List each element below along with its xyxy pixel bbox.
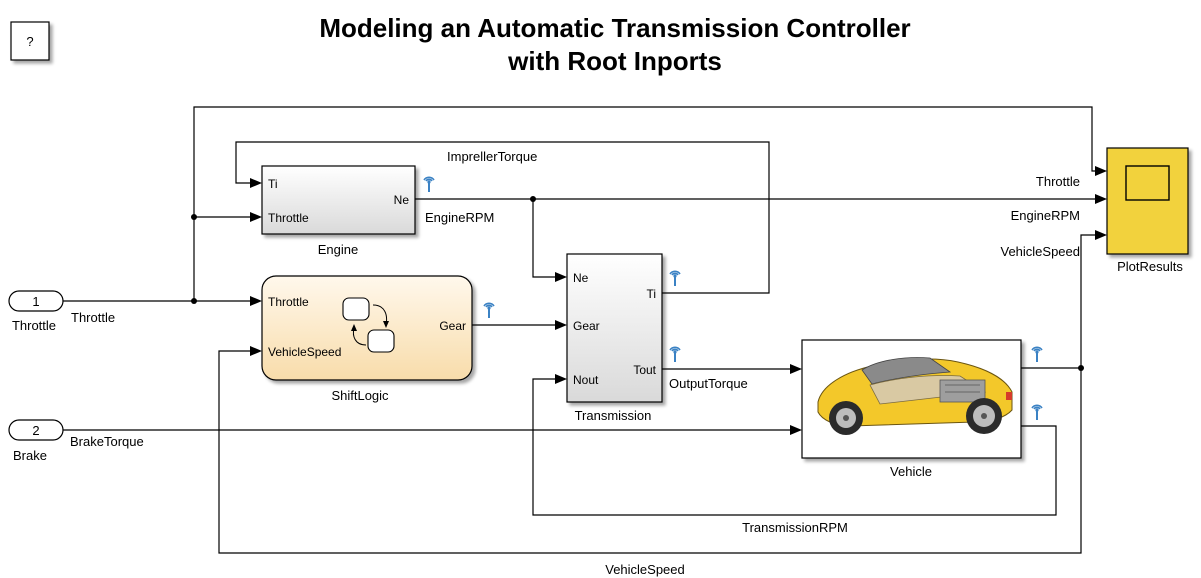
diagram-title-line1: Modeling an Automatic Transmission Contr… bbox=[319, 13, 910, 43]
engine-port-ti: Ti bbox=[268, 177, 278, 191]
transmission-port-nout: Nout bbox=[573, 373, 599, 387]
signal-lines bbox=[63, 106, 1107, 554]
signal-label-output-torque: OutputTorque bbox=[669, 376, 748, 391]
shiftlogic-block[interactable]: Throttle VehicleSpeed Gear ShiftLogic bbox=[261, 275, 473, 403]
shiftlogic-port-vehiclespeed: VehicleSpeed bbox=[268, 345, 341, 359]
inport-name: Throttle bbox=[12, 318, 56, 333]
engine-port-ne: Ne bbox=[394, 193, 410, 207]
transmission-port-gear: Gear bbox=[573, 319, 600, 333]
vehicle-speed-feedback-wire[interactable] bbox=[218, 350, 1082, 554]
help-button[interactable]: ? bbox=[10, 21, 50, 61]
signal-label-engine-rpm: EngineRPM bbox=[425, 210, 494, 225]
plotresults-scope-block[interactable]: PlotResults bbox=[1106, 147, 1189, 274]
inport-throttle[interactable]: 1 Throttle bbox=[8, 290, 64, 333]
engine-block-name: Engine bbox=[318, 242, 358, 257]
transmission-rpm-wire[interactable] bbox=[532, 378, 1057, 516]
signal-label-transmission-rpm: TransmissionRPM bbox=[742, 520, 848, 535]
signal-label-vehicle-speed: VehicleSpeed bbox=[605, 562, 685, 577]
inport-number: 1 bbox=[32, 294, 39, 309]
impeller-torque-wire[interactable] bbox=[235, 141, 770, 294]
signal-logging-icon[interactable] bbox=[1031, 346, 1043, 363]
transmission-block-name: Transmission bbox=[575, 408, 652, 423]
vehicle-speed-to-scope-wire[interactable] bbox=[1021, 234, 1095, 369]
signal-label-throttle: Throttle bbox=[71, 310, 115, 325]
plotresults-block-name: PlotResults bbox=[1117, 259, 1183, 274]
inport-brake[interactable]: 2 Brake bbox=[8, 419, 64, 463]
inport-name: Brake bbox=[13, 448, 47, 463]
diagram-title-line2: with Root Inports bbox=[507, 46, 722, 76]
shiftlogic-port-throttle: Throttle bbox=[268, 295, 309, 309]
signal-logging-icon[interactable] bbox=[1031, 404, 1043, 421]
throttle-to-scope-wire[interactable] bbox=[193, 106, 1095, 301]
help-label: ? bbox=[26, 34, 33, 49]
transmission-port-ti: Ti bbox=[646, 287, 656, 301]
engine-rpm-to-transmission-wire[interactable] bbox=[532, 199, 555, 278]
signal-logging-icon[interactable] bbox=[669, 270, 681, 287]
scope-signal-label-vehicle-speed: VehicleSpeed bbox=[1000, 244, 1080, 259]
transmission-block[interactable]: Ne Gear Nout Ti Tout Transmission bbox=[566, 253, 663, 423]
engine-block[interactable]: Ti Throttle Ne Engine bbox=[261, 165, 416, 257]
shiftlogic-block-name: ShiftLogic bbox=[331, 388, 389, 403]
signal-logging-icon[interactable] bbox=[423, 176, 435, 193]
signal-label-impeller-torque: ImprellerTorque bbox=[447, 149, 537, 164]
signal-logging-icon[interactable] bbox=[669, 346, 681, 363]
signal-logging-icon[interactable] bbox=[483, 302, 495, 319]
inport-number: 2 bbox=[32, 423, 39, 438]
engine-port-throttle: Throttle bbox=[268, 211, 309, 225]
scope-signal-label-engine-rpm: EngineRPM bbox=[1011, 208, 1080, 223]
vehicle-block[interactable]: Vehicle bbox=[801, 339, 1022, 479]
shiftlogic-port-gear: Gear bbox=[439, 319, 466, 333]
transmission-port-ne: Ne bbox=[573, 271, 589, 285]
vehicle-block-name: Vehicle bbox=[890, 464, 932, 479]
transmission-port-tout: Tout bbox=[633, 363, 656, 377]
car-image bbox=[817, 357, 1013, 435]
scope-signal-label-throttle: Throttle bbox=[1036, 174, 1080, 189]
signal-label-brake-torque: BrakeTorque bbox=[70, 434, 144, 449]
stateflow-chart-icon bbox=[342, 297, 395, 353]
